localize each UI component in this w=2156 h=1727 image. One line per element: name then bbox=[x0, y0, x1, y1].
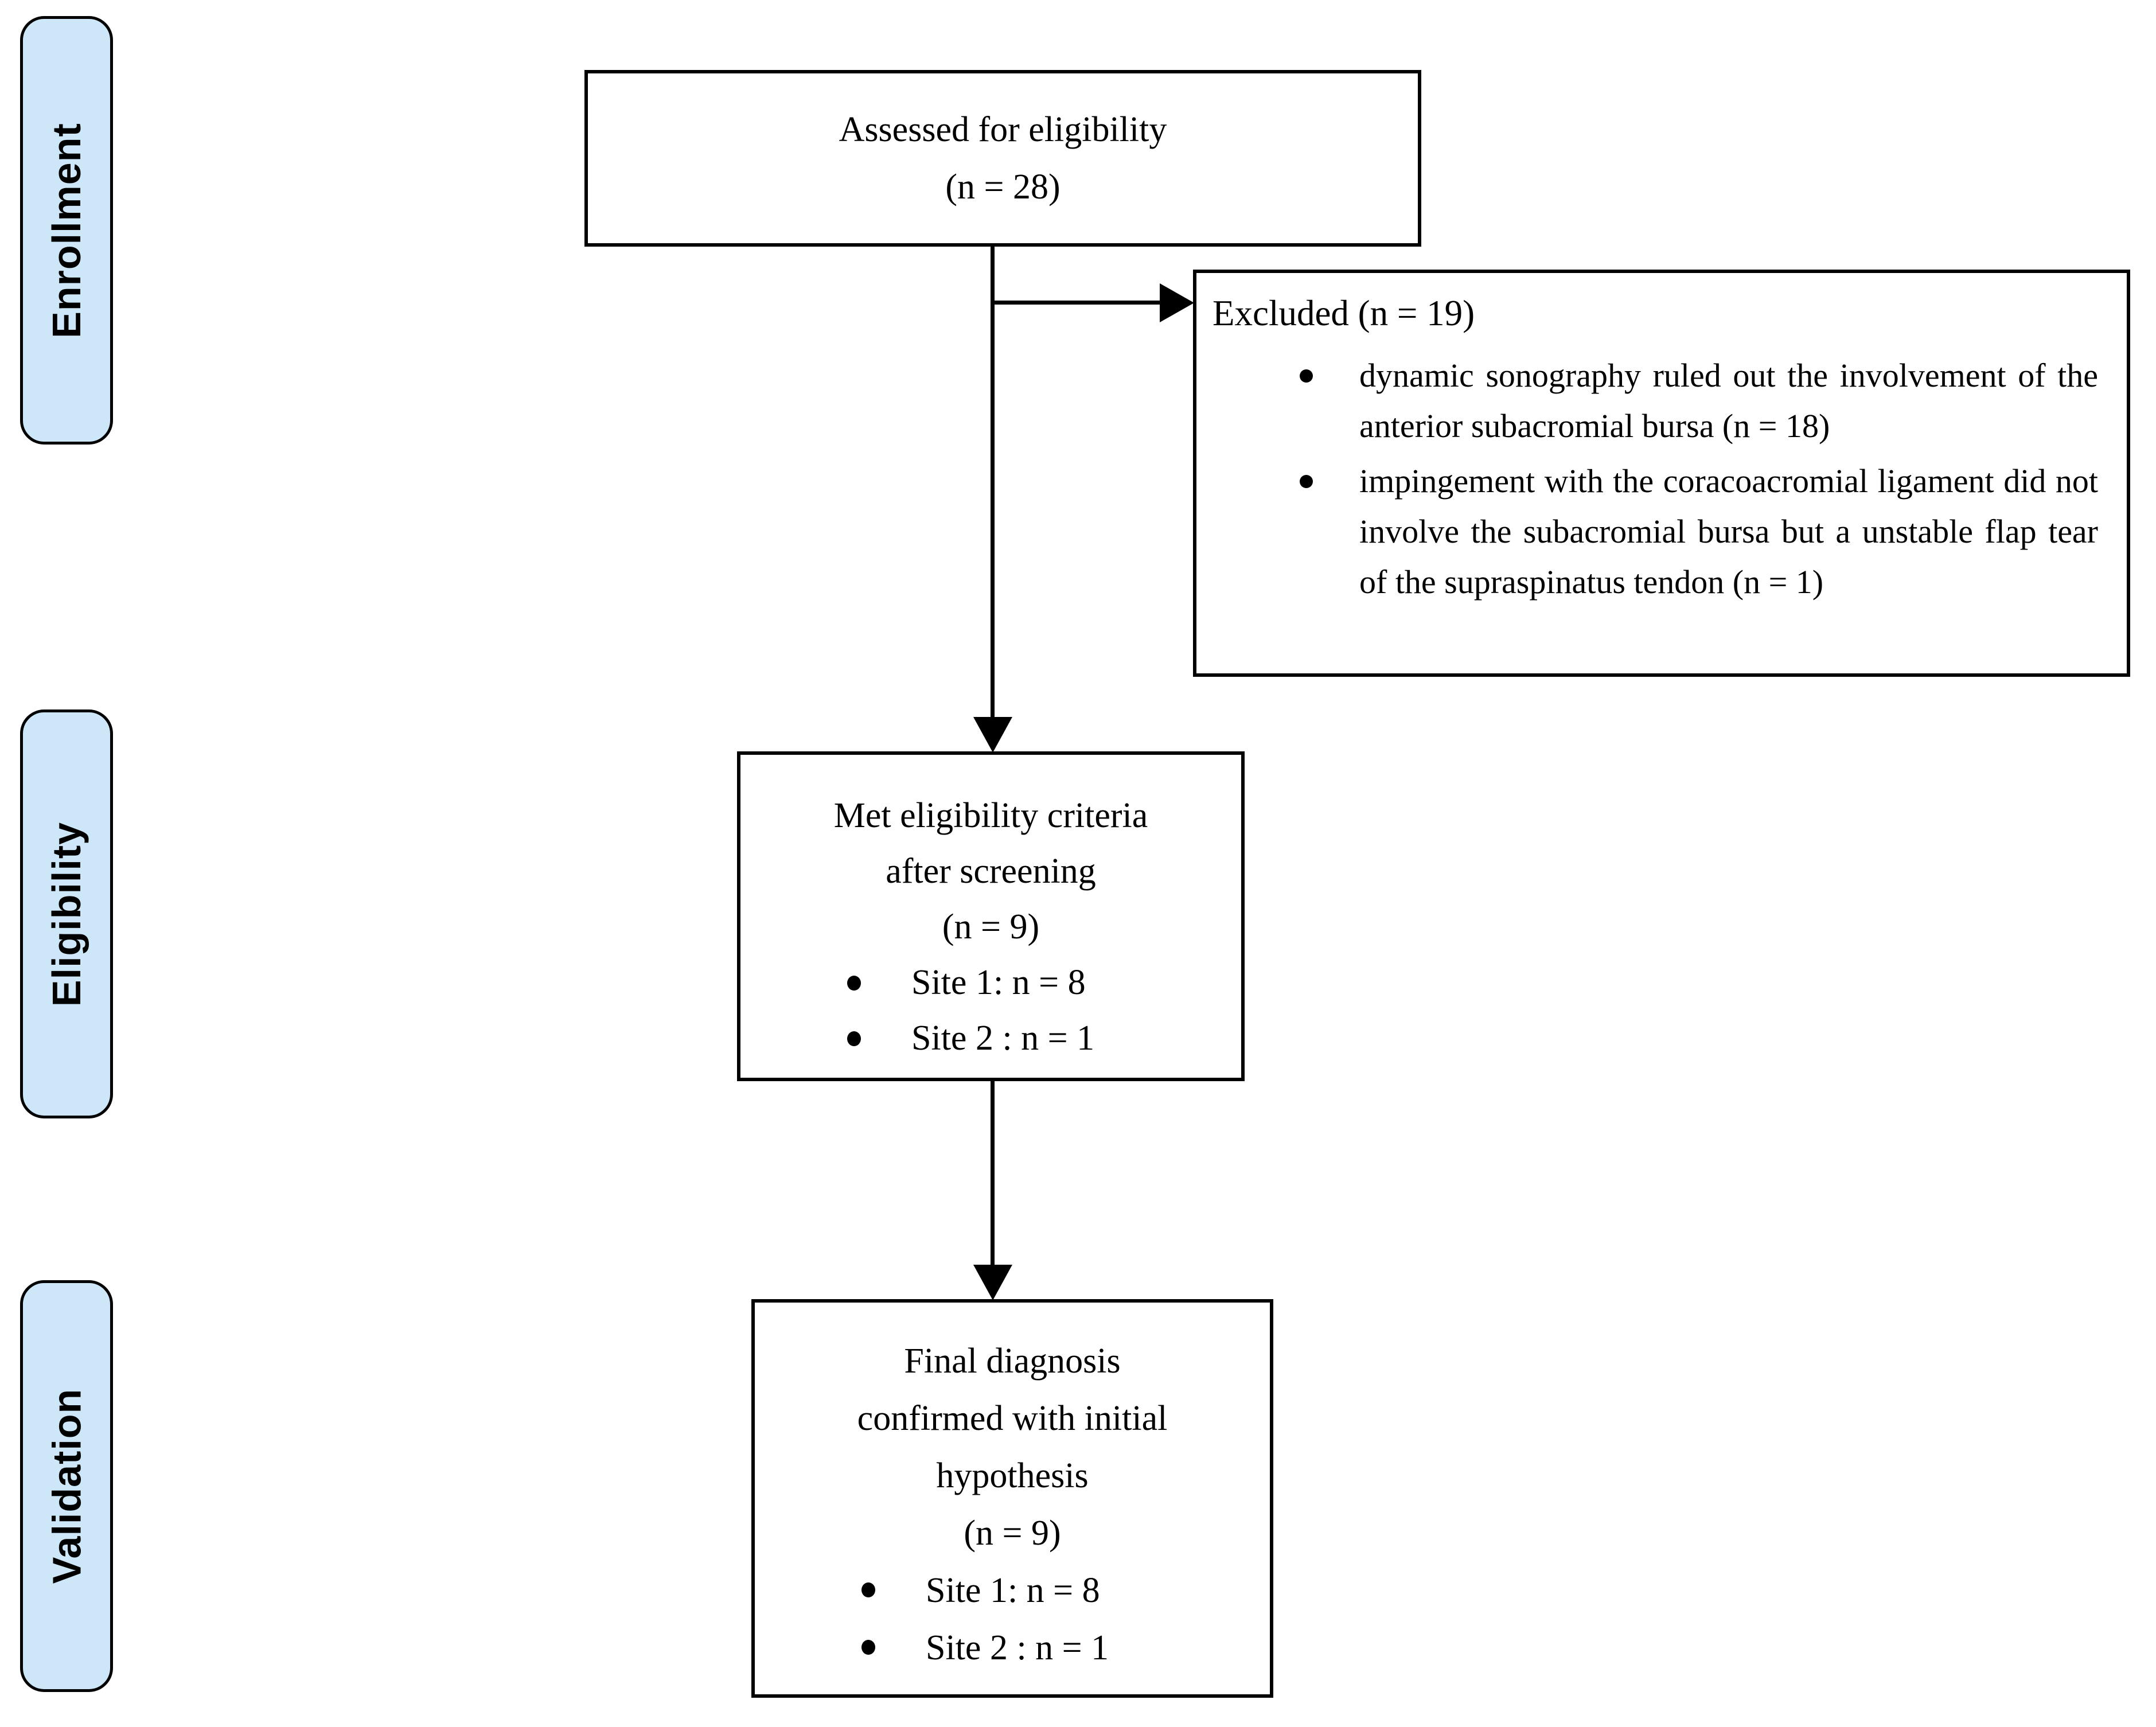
stage-eligibility: Eligibility bbox=[20, 709, 113, 1118]
met-site-item: Site 2 : n = 1 bbox=[847, 1011, 1241, 1066]
final-site-list: Site 1: n = 8 Site 2 : n = 1 bbox=[755, 1562, 1270, 1677]
met-site-item: Site 1: n = 8 bbox=[847, 955, 1241, 1011]
box-assessed-for-eligibility: Assessed for eligibility (n = 28) bbox=[584, 70, 1421, 247]
stage-validation: Validation bbox=[20, 1280, 113, 1692]
stage-enrollment-label: Enrollment bbox=[44, 122, 89, 338]
met-line-3: (n = 9) bbox=[942, 907, 1040, 946]
met-line-2: after screening bbox=[886, 852, 1096, 891]
final-site-item: Site 1: n = 8 bbox=[861, 1562, 1270, 1619]
excluded-bullet-item: impingement with the coracoacromial liga… bbox=[1212, 456, 2104, 607]
final-line-2: confirmed with initial bbox=[857, 1399, 1168, 1438]
met-site-list: Site 1: n = 8 Site 2 : n = 1 bbox=[740, 955, 1241, 1066]
excluded-title: Excluded (n = 19) bbox=[1212, 293, 1475, 333]
arrowhead-right-icon bbox=[1160, 283, 1194, 322]
arrowhead-down-icon bbox=[973, 717, 1012, 753]
flow-line-met-to-final bbox=[991, 1081, 995, 1266]
box-excluded: Excluded (n = 19) dynamic sonography rul… bbox=[1193, 270, 2130, 677]
box-final-diagnosis: Final diagnosis confirmed with initial h… bbox=[751, 1299, 1273, 1698]
met-line-1: Met eligibility criteria bbox=[833, 796, 1148, 835]
arrowhead-down-icon bbox=[973, 1265, 1012, 1300]
assessed-line-1: Assessed for eligibility bbox=[839, 110, 1167, 149]
flow-line-assessed-to-met bbox=[991, 245, 995, 718]
final-line-4: (n = 9) bbox=[964, 1514, 1061, 1553]
stage-validation-label: Validation bbox=[44, 1388, 89, 1584]
final-line-3: hypothesis bbox=[936, 1456, 1089, 1495]
final-line-1: Final diagnosis bbox=[904, 1342, 1121, 1381]
flow-line-branch-to-excluded bbox=[991, 301, 1161, 305]
stage-eligibility-label: Eligibility bbox=[44, 821, 89, 1007]
excluded-bullet-item: dynamic sonography ruled out the involve… bbox=[1212, 350, 2104, 451]
excluded-bullet-list: dynamic sonography ruled out the involve… bbox=[1212, 350, 2104, 607]
final-site-item: Site 2 : n = 1 bbox=[861, 1619, 1270, 1677]
stage-enrollment: Enrollment bbox=[20, 16, 113, 445]
box-met-eligibility: Met eligibility criteria after screening… bbox=[737, 751, 1245, 1081]
assessed-line-2: (n = 28) bbox=[945, 167, 1061, 206]
